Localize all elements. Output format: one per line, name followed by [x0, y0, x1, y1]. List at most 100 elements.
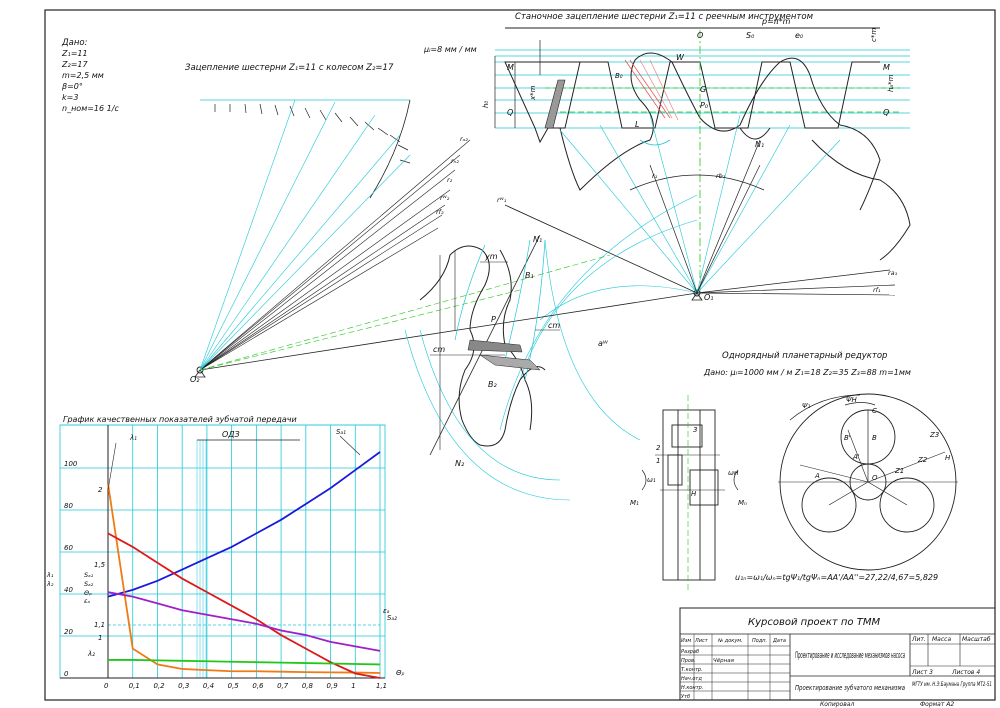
ratio-formula: u₁ₙ=ω₁/ωₙ=tgΨ₁/tgΨₙ=AA'/AA''=27,22/4,67=…	[735, 573, 938, 582]
rack-label-N1: N₁	[755, 140, 764, 149]
given-line: β=0°	[61, 82, 83, 91]
label-P: P	[491, 315, 496, 324]
chart-axis-label: Θₚ	[84, 589, 92, 597]
rack-label-Q-right: Q	[883, 108, 889, 117]
chart-axis-label: Sₐ₂	[84, 580, 94, 588]
chart-y-tick: 60	[64, 544, 73, 552]
plan-label: B'	[844, 434, 851, 442]
stamp-row: Т.контр.	[681, 667, 703, 673]
scheme-label: 3	[693, 426, 697, 434]
chart-y-tick: 20	[64, 628, 73, 636]
chart-series-line	[107, 483, 381, 674]
chart-x-tick: 0	[104, 682, 109, 690]
chart-y-tick: 40	[64, 586, 73, 594]
chart-y-tick-mid: 1	[98, 634, 102, 642]
stamp-row: Н.контр.	[681, 685, 703, 691]
rack-title: Станочное зацепление шестерни Z₁=11 с ре…	[515, 12, 814, 22]
chart-y-tick-mid: 1,5	[94, 561, 106, 569]
chart-x-tick: 0,2	[153, 682, 165, 690]
radius-label: rₕ₂	[451, 157, 459, 165]
stamp-title: Курсовой проект по ТММ	[748, 617, 880, 628]
stamp-head: № докум.	[717, 638, 743, 644]
stamp-row: Пров.	[681, 658, 696, 664]
label-N1: N₁	[533, 235, 542, 244]
stamp-head: Дата	[772, 638, 786, 644]
given-data: Дано: Z₁=11 Z₂=17 m=2,5 мм β=0° k=3 n_но…	[61, 38, 119, 113]
scheme-label: ωн	[728, 469, 739, 477]
scale-label: μₗ=8 мм / мм	[423, 45, 477, 54]
chart-x-tick: 1,1	[376, 682, 387, 690]
plan-label: B	[872, 434, 877, 442]
chart-curve-label: Sₐ₂	[387, 614, 397, 622]
stamp-sheet: Лист 3	[911, 669, 933, 676]
chart-title: График качественных показателей зубчатой…	[63, 415, 297, 424]
chart-curve-label: Sₐ₁	[336, 428, 346, 436]
label-N2: N₂	[455, 459, 465, 468]
chart-x-tick: 0,6	[252, 682, 264, 690]
plan-label: Z2	[917, 456, 928, 464]
plan-label: Z1	[894, 467, 904, 475]
stamp-copy: Копировал	[820, 701, 854, 708]
chart-series-line	[107, 591, 381, 652]
chart-x-tick: 0,8	[302, 682, 314, 690]
given-line: k=3	[62, 93, 78, 102]
stamp-head: Подп.	[752, 638, 767, 644]
given-line: Z₁=11	[61, 49, 88, 58]
stamp-head: Изм	[681, 638, 691, 644]
rack-label-M: M	[507, 63, 514, 72]
label-aw: aᵂ	[598, 339, 609, 348]
rack-label-s0: S₀	[746, 31, 755, 40]
scheme-label: ω₁	[647, 476, 656, 484]
chart-x-tick: 0,1	[129, 682, 140, 690]
chart-x-tick: 0,4	[203, 682, 214, 690]
chart-series-line	[107, 451, 381, 598]
label-cm: cm	[433, 345, 445, 354]
stamp-row: Утб	[681, 694, 690, 700]
label-O2: O₂	[190, 375, 200, 384]
scheme-label: 1	[656, 457, 660, 465]
stamp-lit: Лит.	[911, 636, 926, 643]
rack-label-cstar: c*m	[870, 28, 878, 42]
label-ym: ym	[484, 252, 498, 261]
radius-label: rₐ₂	[460, 135, 468, 143]
radius-label: rf₂	[436, 208, 444, 216]
mesh-title: Зацепление шестерни Z₁=11 с колесом Z₂=1…	[185, 63, 394, 73]
chart-axis-label: λ₁	[46, 571, 54, 579]
plan-label: O	[872, 474, 878, 482]
plan-label: Z3	[929, 431, 939, 439]
scheme-label: H	[691, 490, 697, 498]
radius-label: rf₁	[873, 286, 881, 294]
rack-label-Q: Q	[507, 108, 513, 117]
chart-leader	[339, 435, 361, 456]
chart-axis-label: εₐ	[84, 597, 91, 605]
radius-label: rᵂ₁	[497, 196, 507, 204]
label-B1: B₁	[525, 271, 534, 280]
radius-label: rb₁	[716, 172, 726, 180]
chart-curve-label: λ₂	[87, 650, 95, 658]
rack-label-M-right: M	[883, 63, 890, 72]
chart-x-tick: 0,7	[277, 682, 289, 690]
radius-label: r₂	[447, 176, 453, 184]
stamp-mass: Масса	[932, 636, 951, 643]
rack-label-G: G	[700, 85, 706, 94]
title-block: Курсовой проект по ТММ Проектирование и …	[679, 607, 996, 708]
chart-odz-label: ОДЗ	[222, 430, 240, 439]
plan-label: C	[872, 407, 877, 415]
rack-label-p: p=π*m	[761, 17, 791, 26]
stamp-author: Чёрная	[713, 658, 735, 664]
scheme-label: M₁	[630, 499, 639, 507]
chart-axis-label: λ₂	[46, 580, 54, 588]
rack-label-P0: P₀	[700, 101, 709, 110]
plan-label: A	[814, 472, 820, 480]
gear-o1: O₁	[499, 114, 896, 431]
radius-label: r₁	[652, 172, 658, 180]
rack-label-ham: hₐ*m	[887, 74, 895, 92]
stamp-format: Формат А2	[920, 701, 954, 708]
stamp-scale: Масштаб	[962, 636, 991, 643]
plan-label: Ψ₁	[802, 402, 811, 410]
sheet-frame	[44, 9, 996, 701]
chart-y-tick: 80	[64, 502, 73, 510]
rack-label-h0: h₀	[482, 101, 490, 108]
